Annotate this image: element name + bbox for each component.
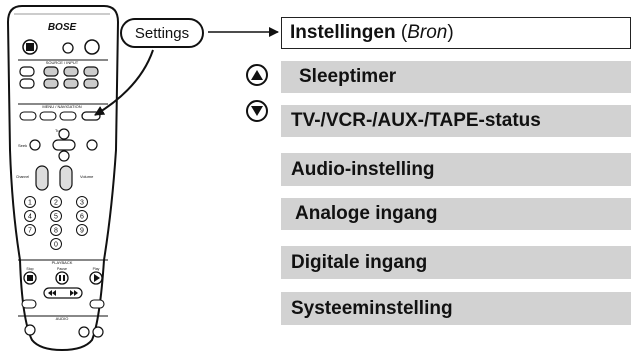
channel-rocker[interactable] (35, 165, 49, 191)
keypad-button-7[interactable] (24, 224, 36, 236)
info-button[interactable] (59, 111, 77, 121)
keypad-button-2[interactable] (50, 196, 62, 208)
pause-label: Pause (57, 267, 67, 271)
menu-item-digitale-ingang[interactable]: Digitale ingang (281, 246, 631, 279)
keypad: 1 2 3 4 5 6 7 8 9 0 (24, 196, 88, 250)
remote-brand: BOSE (48, 22, 77, 33)
source-button-2[interactable] (43, 66, 59, 77)
keypad-digit: 0 (54, 242, 58, 249)
menu-title-paren-open: ( (395, 22, 408, 43)
source-button-6[interactable] (43, 78, 59, 89)
dpad-left-button[interactable] (29, 139, 41, 151)
power-button-small[interactable] (62, 42, 74, 54)
menu-item-analoge-ingang[interactable]: Analoge ingang (281, 198, 631, 230)
keypad-button-8[interactable] (50, 224, 62, 236)
keypad-digit: 2 (54, 200, 58, 207)
menu-item-systeeminstelling[interactable]: Systeeminstelling (281, 292, 631, 325)
audio-button-mid[interactable] (78, 326, 90, 338)
source-button-7[interactable] (63, 78, 79, 89)
down-triangle-icon (246, 100, 268, 122)
menu-title-sub: Bron (407, 22, 448, 43)
channel-label: Channel (16, 175, 29, 179)
keypad-digit: 7 (28, 228, 32, 235)
audio-button-left[interactable] (24, 324, 36, 336)
menu-title: Instellingen ( Bron ) (281, 17, 631, 49)
source-button-1[interactable] (19, 66, 35, 77)
volume-rocker[interactable] (59, 165, 73, 191)
menu-item-tv-vcr-aux-tape-status[interactable]: TV-/VCR-/AUX-/TAPE-status (281, 105, 631, 137)
keypad-digit: 1 (28, 200, 32, 207)
repeat-button[interactable] (89, 299, 105, 309)
keypad-digit: 9 (80, 228, 84, 235)
menu-item-label: Sleeptimer (299, 66, 397, 87)
power-button[interactable] (84, 39, 100, 55)
play-label: Play (93, 267, 100, 271)
keypad-digit: 5 (54, 214, 58, 221)
keypad-button-6[interactable] (76, 210, 88, 222)
keypad-button-4[interactable] (24, 210, 36, 222)
callout-arrow-to-remote (94, 49, 154, 116)
audio-button-right[interactable] (92, 326, 104, 338)
menu-item-label: Digitale ingang (291, 251, 428, 273)
up-triangle-icon (246, 64, 268, 86)
menu-item-label: Systeeminstelling (291, 297, 453, 319)
source-button-4[interactable] (83, 66, 99, 77)
stop-label: Stop (26, 267, 33, 271)
random-button[interactable] (21, 299, 37, 309)
menu-navigation-label: MENU / NAVIGATION (42, 104, 81, 109)
dpad-down-button[interactable] (58, 150, 70, 162)
dpad-up-button[interactable] (58, 128, 70, 140)
source-button-3[interactable] (63, 66, 79, 77)
remote-control: BOSE SOURCE / INPUT MENU / NAVIGATION Tu… (6, 5, 120, 352)
source-input-label: SOURCE / INPUT (46, 60, 79, 65)
menu-item-label: TV-/VCR-/AUX-/TAPE-status (291, 110, 541, 131)
menu-title-main: Instellingen (290, 22, 396, 43)
skip-buttons[interactable] (43, 287, 83, 299)
keypad-button-9[interactable] (76, 224, 88, 236)
menu-title-paren-close: ) (447, 22, 454, 43)
keypad-digit: 8 (54, 228, 58, 235)
keypad-button-0[interactable] (50, 238, 62, 250)
volume-label: Volume (80, 174, 94, 179)
settings-callout-label: Settings (134, 24, 190, 42)
exit-button[interactable] (19, 111, 37, 121)
source-button-5[interactable] (19, 78, 35, 89)
keypad-button-3[interactable] (76, 196, 88, 208)
dpad-right-button[interactable] (86, 139, 98, 151)
menu-item-sleeptimer[interactable]: Sleeptimer (281, 61, 631, 93)
menu-item-label: Audio-instelling (291, 158, 435, 180)
settings-callout: Settings (120, 18, 204, 48)
guide-button[interactable] (39, 111, 57, 121)
keypad-digit: 4 (28, 214, 32, 221)
keypad-button-1[interactable] (24, 196, 36, 208)
dpad-enter-button[interactable] (52, 139, 76, 151)
keypad-digit: 3 (80, 200, 84, 207)
seek-label: Seek (18, 143, 27, 148)
keypad-digit: 6 (80, 214, 84, 221)
keypad-button-5[interactable] (50, 210, 62, 222)
audio-label: AUDIO (56, 316, 69, 321)
source-button-8[interactable] (83, 78, 99, 89)
menu-item-label: Analoge ingang (295, 203, 438, 224)
playback-label: PLAYBACK (52, 260, 73, 265)
menu-item-audio-instelling[interactable]: Audio-instelling (281, 153, 631, 186)
